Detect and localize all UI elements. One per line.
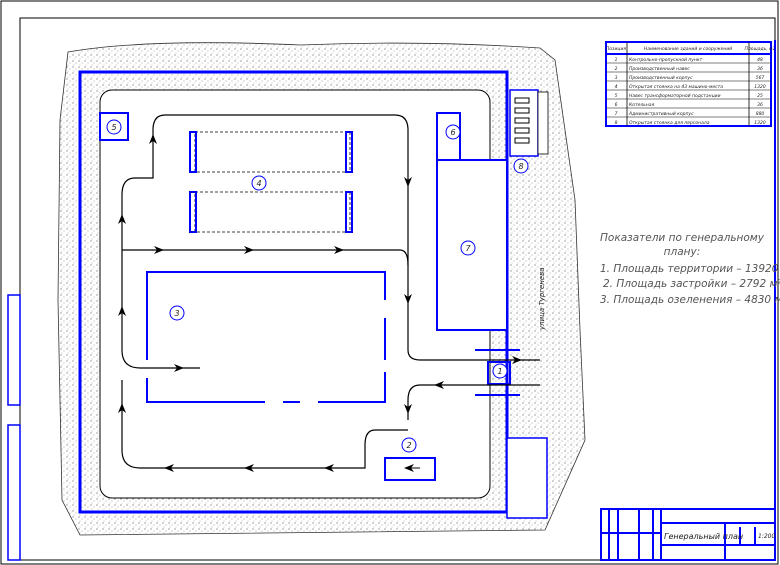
table-cell-name: Открытая стоянка на 43 машино-места — [629, 84, 723, 90]
indicator-greenery: 3. Площадь озеленения – 4830 м² — [600, 294, 780, 306]
street-label: улица Тургенева — [538, 267, 546, 331]
marker-3-label: 3 — [174, 309, 179, 318]
site-area — [99, 89, 491, 499]
table-cell-pos: 8 — [615, 120, 618, 126]
marker-1-label: 1 — [497, 367, 502, 376]
marker-6-label: 6 — [450, 128, 455, 137]
building-4 — [189, 131, 353, 233]
table-cell-area: 1320 — [754, 120, 766, 126]
table-cell-name: Производственный навес — [629, 66, 690, 72]
marker-1 — [492, 363, 508, 379]
marker-8 — [513, 158, 529, 174]
indicator-territory: 1. Площадь территории – 13920 м² — [600, 263, 780, 275]
table-cell-name: Открытая стоянка для персонала — [629, 120, 710, 126]
table-cell-name: Контрольно-пропускной пункт — [629, 57, 703, 63]
plan-indicators: Показатели по генеральному плану: 1. Пло… — [600, 232, 780, 306]
direction-arrows — [118, 134, 522, 472]
table-cell-area: 36 — [757, 66, 763, 72]
table-cell-name: Административный корпус — [628, 111, 694, 117]
buildings-table: Позиция Наименование зданий и сооружений… — [605, 41, 776, 127]
marker-2-label: 2 — [406, 441, 411, 450]
header-area: Площадь, м2 — [745, 46, 776, 52]
marker-4-label: 4 — [256, 179, 261, 188]
marker-7 — [460, 240, 476, 256]
side-stamp — [7, 294, 21, 561]
marker-7-label: 7 — [465, 244, 471, 253]
table-cell-area: 36 — [757, 102, 763, 108]
marker-5-label: 5 — [111, 123, 116, 132]
table-cell-area: 48 — [757, 57, 763, 63]
table-cell-pos: 1 — [615, 57, 618, 63]
indicators-title-2: плану: — [664, 246, 701, 258]
drawing-title: Генеральный план — [664, 532, 743, 541]
table-cell-pos: 4 — [615, 84, 618, 90]
table-cell-pos: 2 — [615, 66, 618, 72]
header-position: Позиция — [606, 46, 626, 52]
building-1 — [475, 349, 520, 396]
marker-4 — [251, 175, 267, 191]
position-markers — [106, 119, 529, 453]
table-cell-pos: 6 — [615, 102, 618, 108]
traffic-routes — [121, 114, 540, 469]
marker-2 — [401, 437, 417, 453]
table-cell-area: 25 — [757, 93, 763, 99]
drawing-scale: 1:200 — [758, 533, 775, 540]
table-cell-area: 1320 — [754, 84, 766, 90]
building-8 — [509, 89, 549, 157]
table-cell-area: 880 — [756, 111, 765, 117]
marker-5 — [106, 119, 122, 135]
table-cell-name: Производственный корпус — [629, 75, 693, 81]
table-cell-pos: 7 — [615, 111, 618, 117]
table-cell-pos: 3 — [615, 75, 618, 81]
building-2 — [384, 457, 436, 481]
table-cell-name: Котельная — [629, 102, 655, 108]
building-3 — [146, 271, 386, 403]
indicators-title: Показатели по генеральному — [600, 232, 765, 244]
indicator-building: 2. Площадь застройки – 2792 м² — [603, 278, 780, 290]
marker-3 — [169, 305, 185, 321]
table-cell-pos: 5 — [615, 93, 618, 99]
table-cell-area: 567 — [756, 75, 765, 81]
table-cell-name: Навес трансформаторной подстанции — [629, 93, 721, 99]
marker-8-label: 8 — [518, 162, 523, 171]
header-name: Наименование зданий и сооружений — [644, 46, 732, 52]
marker-6 — [445, 124, 461, 140]
title-block — [600, 508, 776, 561]
